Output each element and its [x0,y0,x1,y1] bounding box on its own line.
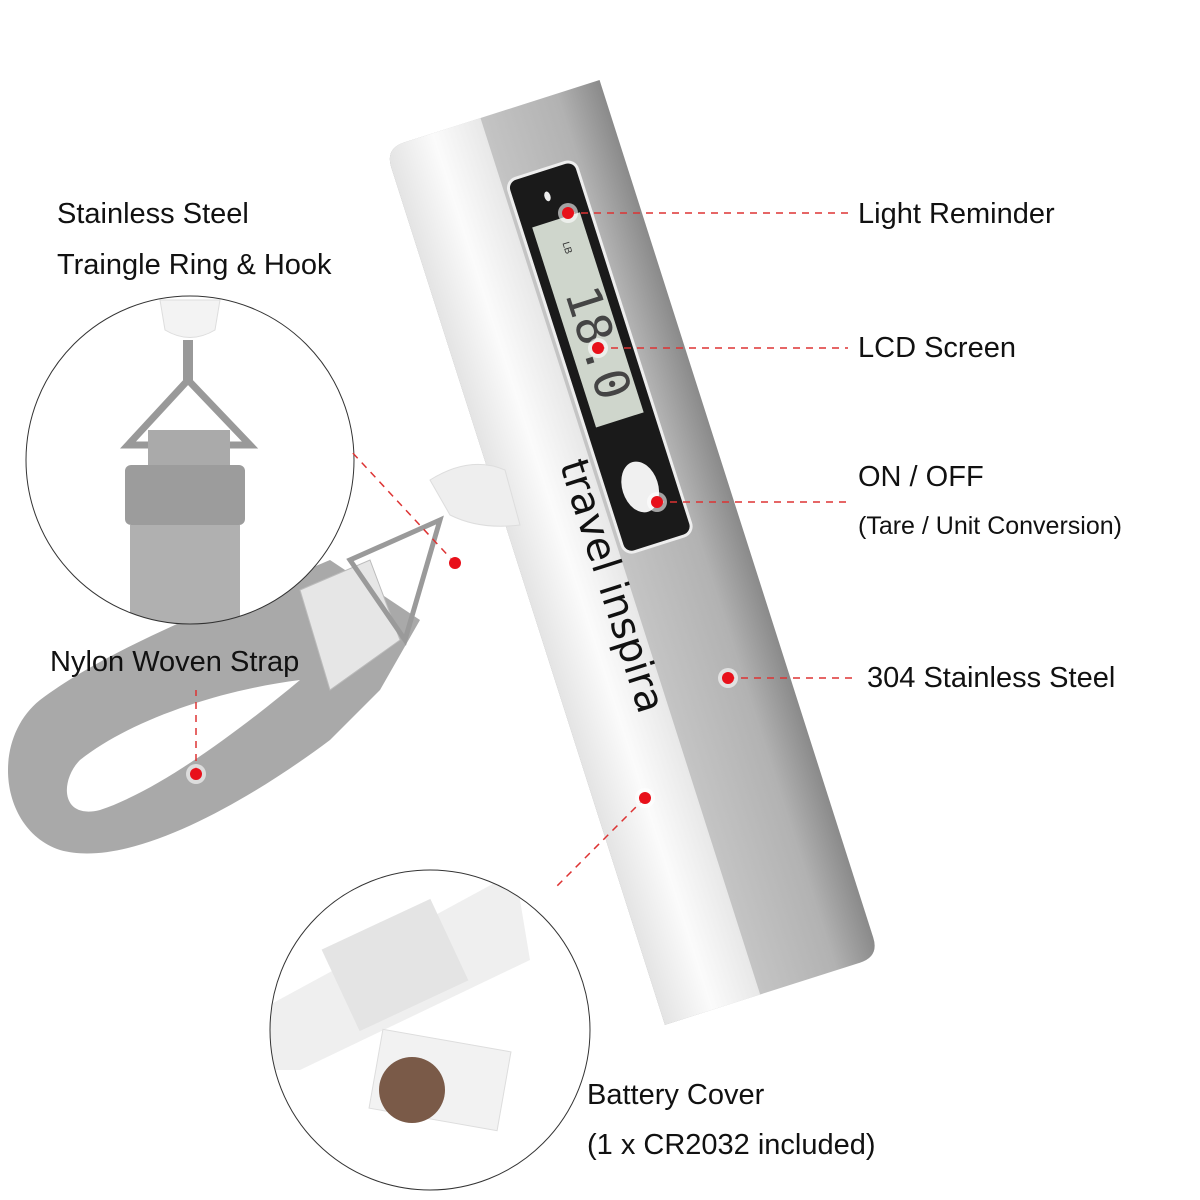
scale-body: LB 18.0 travel inspira [389,80,875,1025]
triangle-ring [346,515,444,646]
marker-hook [445,553,465,573]
nylon-strap [7,559,421,854]
label-hook-line2: Traingle Ring & Hook [57,249,332,281]
lcd-unit: LB [559,241,573,256]
label-hook-line1: Stainless Steel [57,198,249,230]
coin-battery [379,1057,445,1123]
label-on-off: ON / OFF [858,461,984,493]
label-battery-cover: Battery Cover [587,1079,765,1111]
markers [186,203,738,808]
marker-steel [718,668,738,688]
label-light-reminder: Light Reminder [858,198,1055,230]
label-on-off-sub: (Tare / Unit Conversion) [858,512,1122,540]
lcd-screen [532,212,644,428]
marker-strap [186,764,206,784]
hook-knob [429,463,521,527]
light-indicator [544,191,551,202]
label-nylon-strap: Nylon Woven Strap [50,646,300,678]
label-lcd-screen: LCD Screen [858,332,1016,364]
hook-detail-inset [26,296,354,624]
battery-detail-inset [270,870,590,1190]
marker-battery [635,788,655,808]
marker-lcd [588,338,608,358]
marker-light [558,203,578,223]
leader-lines [195,212,855,889]
label-battery-sub: (1 x CR2032 included) [587,1129,876,1161]
label-stainless-steel: 304 Stainless Steel [867,662,1116,694]
marker-power [647,492,667,512]
